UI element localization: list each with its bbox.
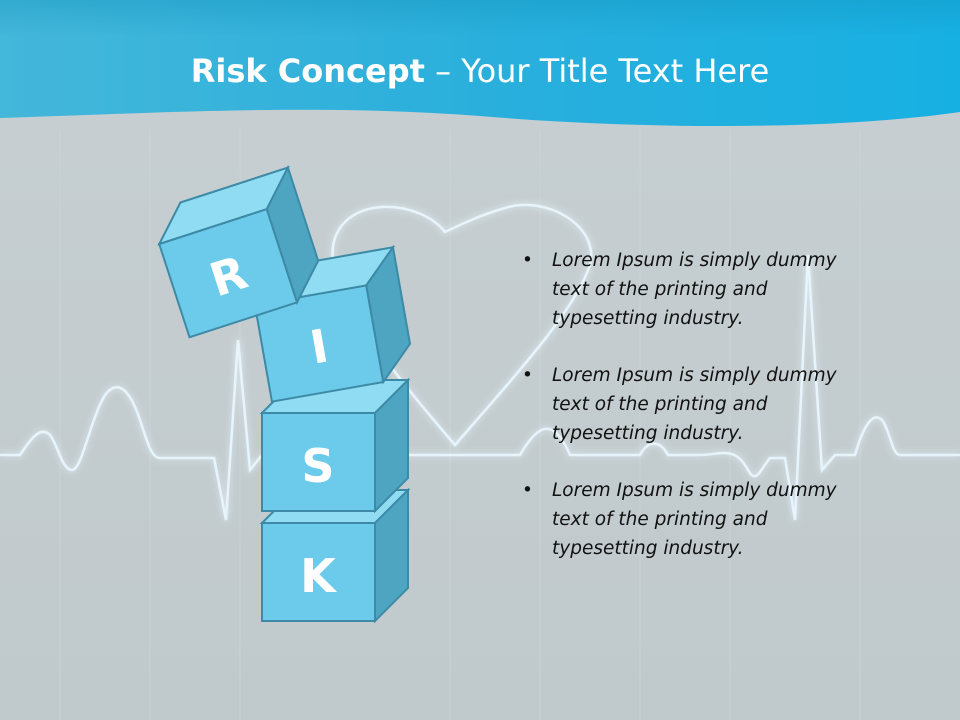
title-bold: Risk Concept bbox=[190, 52, 425, 90]
bullet-item: • Lorem Ipsum is simply dummy text of the… bbox=[522, 361, 842, 448]
bullet-dot-icon: • bbox=[522, 365, 533, 386]
title-rest: – Your Title Text Here bbox=[424, 52, 770, 90]
bullet-dot-icon: • bbox=[522, 250, 533, 271]
bullet-text: Lorem Ipsum is simply dummy text of the … bbox=[552, 365, 837, 444]
bullet-text: Lorem Ipsum is simply dummy text of the … bbox=[552, 250, 837, 329]
block-letter-k: K bbox=[300, 549, 338, 603]
slide-title: Risk Concept – Your Title Text Here bbox=[0, 52, 960, 90]
block-letter-s: S bbox=[301, 439, 334, 493]
heart-outline bbox=[331, 203, 593, 447]
block-r: R bbox=[157, 164, 320, 339]
bullet-dot-icon: • bbox=[522, 480, 533, 501]
risk-blocks: K S I R bbox=[157, 164, 412, 624]
bullet-text: Lorem Ipsum is simply dummy text of the … bbox=[552, 480, 837, 559]
ecg-line bbox=[0, 254, 960, 521]
bullet-item: • Lorem Ipsum is simply dummy text of the… bbox=[522, 476, 842, 563]
bullet-list: • Lorem Ipsum is simply dummy text of the… bbox=[522, 246, 842, 591]
block-i: I bbox=[252, 244, 412, 403]
bullet-item: • Lorem Ipsum is simply dummy text of the… bbox=[522, 246, 842, 333]
